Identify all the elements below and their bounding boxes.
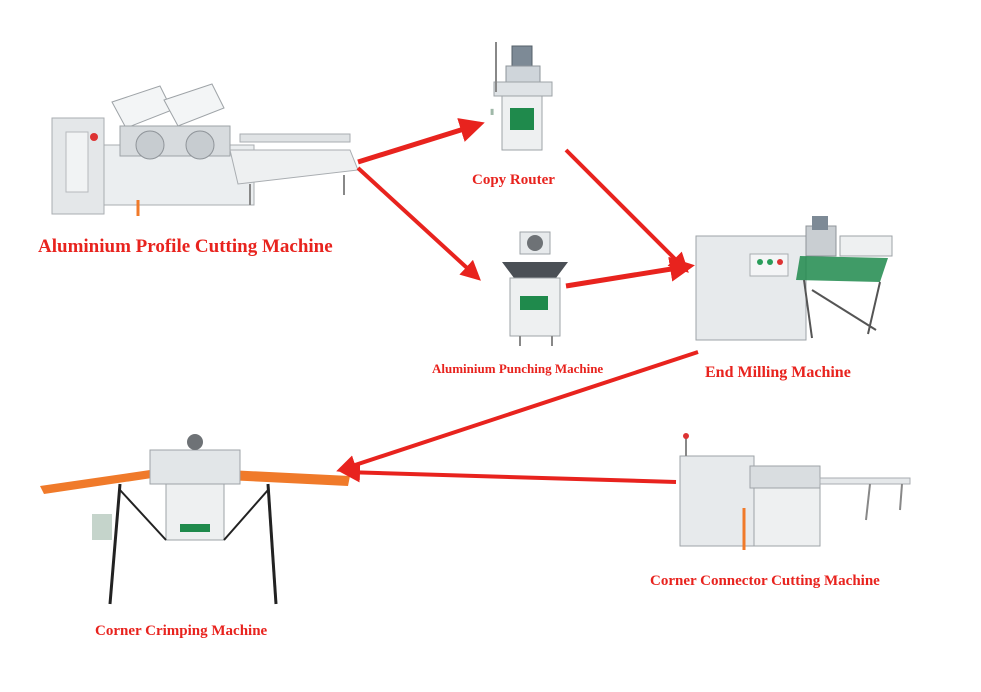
connector-cutter-icon — [679, 433, 911, 550]
arrow-cutting-to-copy — [357, 118, 485, 165]
label-copy-router: Copy Router — [472, 172, 555, 188]
flow-arrows — [336, 118, 699, 484]
arrow-connector-to-crimp — [340, 462, 677, 484]
arrow-punch-to-end — [565, 256, 695, 289]
label-punching-machine: Aluminium Punching Machine — [432, 361, 604, 376]
label-corner-crimping-machine: Corner Crimping Machine — [95, 623, 268, 639]
arrow-end-to-crimp — [336, 350, 699, 475]
label-cutting-machine: Aluminium Profile Cutting Machine — [38, 236, 333, 257]
svg-text:▮: ▮ — [490, 107, 494, 116]
label-end-milling-machine: End Milling Machine — [705, 364, 851, 381]
arrow-cutting-to-punch — [356, 166, 481, 281]
arrow-copy-to-end — [564, 148, 689, 273]
end-milling-icon — [695, 216, 893, 341]
punching-machine-icon — [502, 231, 568, 346]
corner-crimping-icon — [40, 434, 350, 605]
copy-router-icon: ▮ — [490, 42, 553, 151]
double-head-saw-icon — [51, 83, 359, 216]
label-corner-connector-cutting-machine: Corner Connector Cutting Machine — [650, 573, 880, 589]
